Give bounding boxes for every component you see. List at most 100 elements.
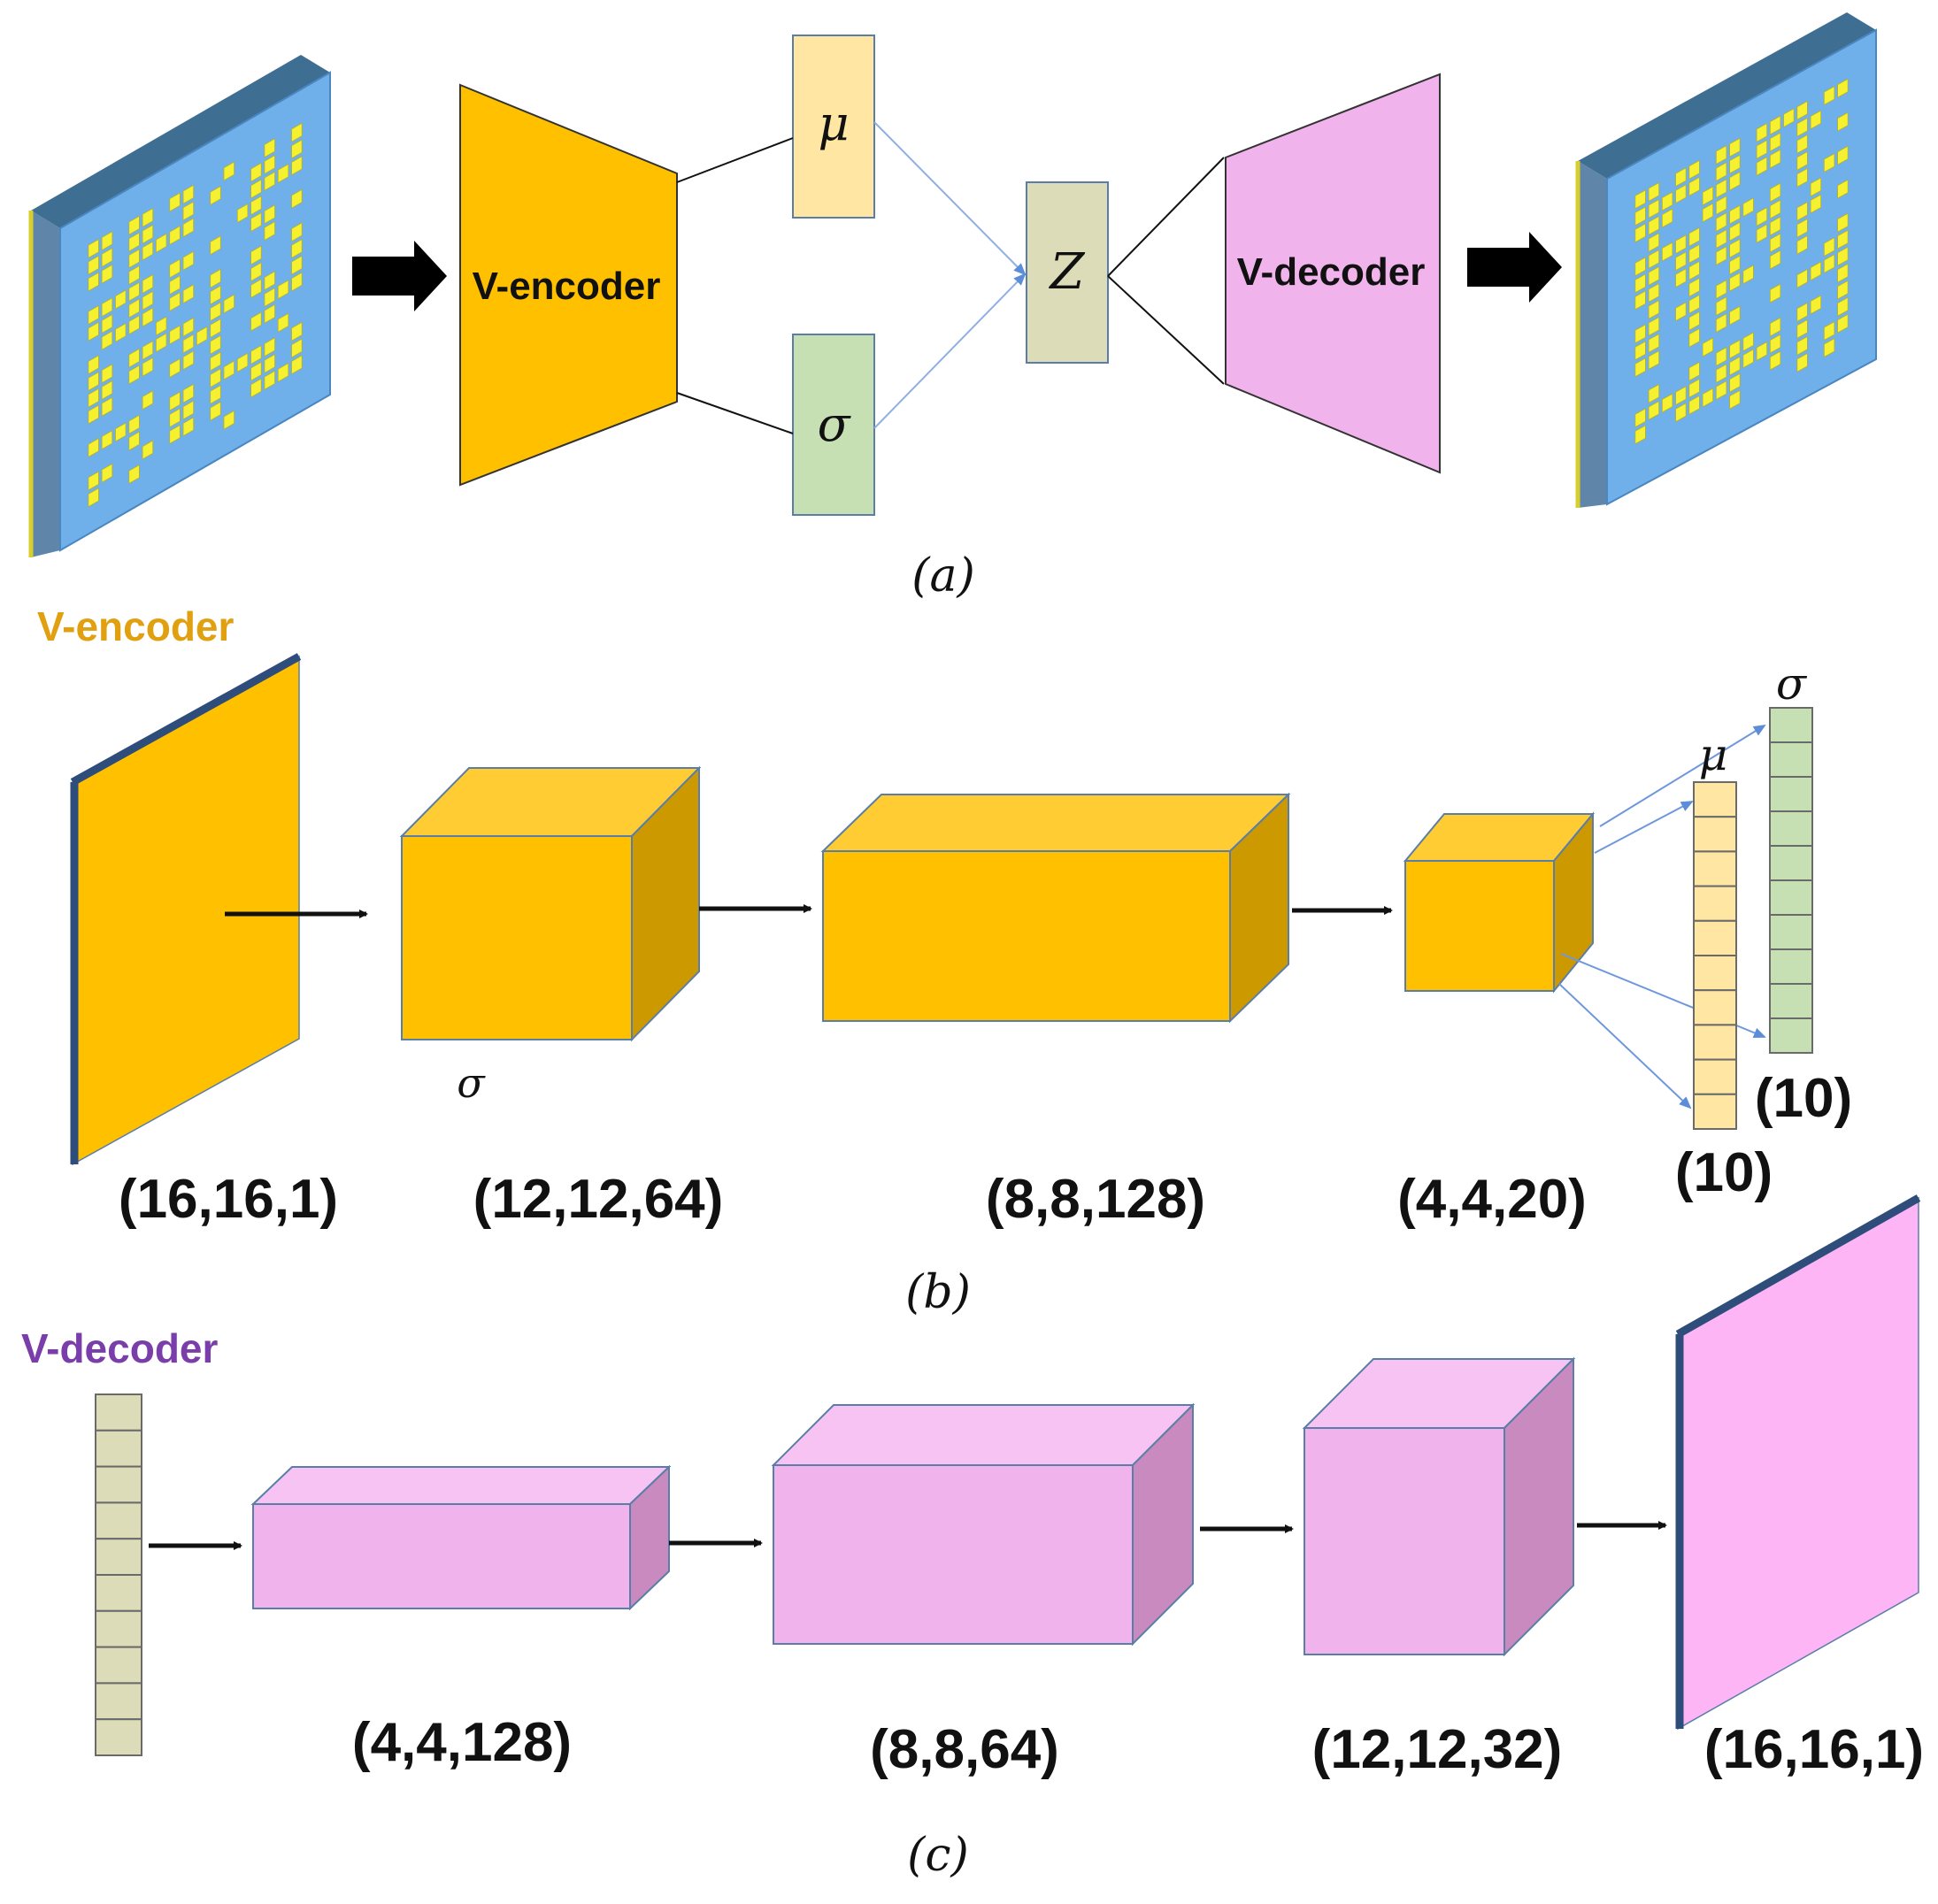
pattern-pixel [1648, 316, 1660, 337]
mu-size-label: (10) [1675, 1142, 1773, 1203]
caption-b: (b) [905, 1266, 971, 1319]
pattern-pixel [1756, 223, 1768, 244]
pattern-pixel [210, 185, 221, 206]
pattern-pixel [1729, 221, 1741, 242]
dim-label: (16,16,1) [1704, 1719, 1924, 1780]
dim-label: (12,12,32) [1312, 1719, 1563, 1780]
pattern-pixel [128, 365, 140, 385]
pattern-pixel [1810, 194, 1822, 214]
pattern-pixel [1634, 206, 1646, 226]
encoder-input-sheet [70, 653, 302, 1166]
pattern-pixel [1783, 108, 1795, 128]
vector-cell [95, 1501, 142, 1540]
pattern-pixel [264, 171, 275, 191]
pattern-pixel [1796, 100, 1808, 120]
pattern-pixel [1702, 337, 1714, 357]
pattern-pixel [169, 225, 181, 246]
pattern-pixel [169, 192, 181, 212]
pattern-pixel [210, 285, 221, 305]
pattern-pixel [128, 298, 140, 319]
pattern-pixel [1742, 349, 1754, 369]
dim-label: (8,8,64) [870, 1719, 1059, 1780]
pattern-pixel [210, 302, 221, 322]
sigma-to-z-arrow [873, 273, 1027, 429]
pattern-grid [1634, 78, 1849, 445]
pattern-pixel [1634, 273, 1646, 294]
pattern-pixel [1823, 85, 1835, 106]
pattern-pixel [1715, 380, 1727, 401]
vector-cell [1769, 707, 1813, 743]
pattern-pixel [1634, 357, 1646, 378]
dim-label: (4,4,128) [352, 1712, 572, 1773]
vector-cell [95, 1718, 142, 1756]
pattern-pixel [1715, 195, 1727, 216]
pattern-pixel [1675, 268, 1687, 288]
pattern-pixel [1688, 226, 1700, 247]
pattern-pixel [1769, 132, 1781, 152]
pattern-pixel [236, 352, 249, 372]
pattern-pixel [155, 233, 167, 253]
input-arrow [352, 241, 447, 311]
pattern-pixel [1715, 279, 1727, 300]
pattern-pixel [1796, 218, 1808, 238]
vector-cell [1693, 781, 1737, 818]
pattern-pixel [1702, 203, 1714, 223]
pattern-pixel [210, 368, 221, 388]
vector-cell [1693, 1058, 1737, 1095]
caption-a: (a) [911, 549, 975, 603]
latent-vector [95, 1393, 142, 1756]
vector-cell [95, 1609, 142, 1648]
pattern-pixel [1729, 204, 1741, 225]
pattern-pixel [169, 408, 181, 428]
mu-vector-label: μ [1699, 729, 1728, 780]
pattern-pixel [1742, 265, 1754, 285]
pattern-pixel [1769, 182, 1781, 203]
decoder-output-sheet [1675, 1194, 1921, 1731]
vector-cell [1693, 989, 1737, 1026]
decoder-block-1 [250, 1464, 672, 1611]
pattern-pixel [182, 250, 195, 271]
pattern-pixel [1688, 294, 1700, 314]
pattern-pixel [250, 344, 262, 365]
pattern-pixel [182, 317, 195, 337]
pattern-pixel [210, 318, 221, 339]
pattern-pixel [277, 312, 289, 333]
pattern-pixel [1648, 383, 1660, 404]
pattern-pixel [101, 247, 113, 268]
pattern-pixel [196, 326, 208, 346]
pattern-pixel [250, 311, 262, 332]
pattern-pixel [291, 238, 303, 259]
pattern-pixel [1729, 389, 1741, 410]
encoder-to-sigma-line [676, 392, 794, 434]
pattern-pixel [182, 383, 195, 403]
caption-c: (c) [907, 1829, 969, 1882]
mu-label: μ [818, 96, 849, 151]
pattern-pixel [88, 488, 99, 508]
pattern-pixel [210, 384, 221, 405]
pattern-pixel [1648, 249, 1660, 270]
pattern-pixel [1675, 386, 1687, 406]
dim-label: (8,8,128) [986, 1169, 1205, 1230]
pattern-pixel [210, 268, 221, 288]
pattern-pixel [101, 313, 113, 334]
vector-cell [1693, 1093, 1737, 1131]
pattern-pixel [1715, 228, 1727, 250]
vector-cell [1769, 1017, 1813, 1054]
pattern-pixel [1661, 393, 1673, 413]
pattern-pixel [1675, 302, 1687, 322]
pattern-pixel [1702, 388, 1714, 408]
pattern-pixel [223, 410, 235, 430]
pattern-pixel [250, 262, 262, 282]
stray-sigma-label: σ [457, 1059, 486, 1107]
pattern-pixel [1769, 350, 1781, 371]
pattern-pixel [128, 215, 140, 235]
pattern-pixel [115, 289, 127, 310]
pattern-pixel [1769, 115, 1781, 135]
pattern-pixel [88, 238, 99, 259]
pattern-pixel [142, 224, 154, 244]
pattern-pixel [291, 156, 303, 176]
pattern-pixel [1648, 198, 1660, 219]
pattern-pixel [291, 338, 303, 358]
pattern-pixel [250, 179, 262, 199]
block3-to-mu-arrow-bottom [1558, 983, 1692, 1109]
